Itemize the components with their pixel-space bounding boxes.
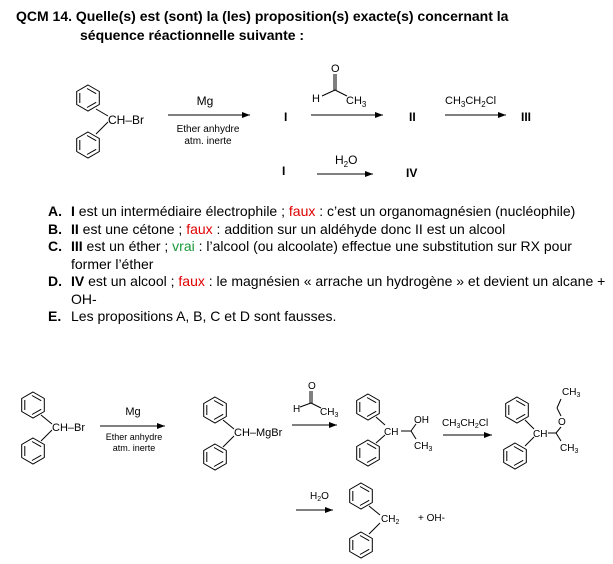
benzene-ring [349,531,373,559]
aldehyde-H: H [312,93,320,105]
option-verdict: vrai [172,238,195,254]
step3-reagent: CH3CH2Cl [445,95,496,109]
product-III: III [521,110,531,124]
solution-step3-reagent: CH3CH2Cl [442,418,488,430]
alcohol-OH: OH [414,415,429,426]
option-subject: III [71,238,83,254]
option-explanation: : le magnésien « arrache un hydrogène » … [71,273,606,307]
benzene-ring [356,393,380,421]
benzene-ring [21,391,45,419]
benzene-ring [21,437,45,465]
solution-step1-reagent: Mg [125,406,140,418]
step4-reagent: H2O [335,153,357,169]
option-verdict: faux [186,220,213,237]
option-b: B. II est une cétone ; faux : addition s… [48,221,608,239]
option-verdict: faux [178,273,205,289]
option-explanation: : c’est un organomagnésien (nucléophile) [315,203,576,219]
alkane-CH2: CH2 [381,514,399,526]
question-title: QCM 14. Quelle(s) est (sont) la (les) pr… [16,6,508,26]
option-explanation: : addition sur un aldéhyde donc II est u… [212,220,506,237]
option-letter: E. [48,308,62,324]
ether-CH3-top: CH3 [562,387,580,399]
benzene-ring [505,396,529,424]
option-explanation: : l’alcool (ou alcoolate) effectue une s… [71,238,572,272]
solution-step1-condition-1: Ether anhydre [106,432,163,442]
option-statement: est une cétone ; [78,220,187,237]
option-c: C. III est un éther ; vrai : l’alcool (o… [48,238,608,273]
aldehyde-O: O [331,63,340,75]
step1-condition-2: atm. inerte [184,136,232,147]
option-e: E. Les propositions A, B, C et D sont fa… [48,308,608,326]
solution-step1-condition-2: atm. inerte [113,443,156,453]
solution-step4-reagent: H2O [310,491,329,503]
ether-CH3-bottom: CH3 [560,443,578,455]
benzene-ring [356,439,380,467]
byproduct-hydroxide: + OH- [418,513,445,524]
option-verdict: faux [288,203,316,219]
alcohol-CH: CH [384,427,398,438]
reaction-scheme: CH–Br Mg Ether anhydre atm. inerte I O H… [76,63,531,180]
option-letter: B. [48,220,62,237]
options-list: A. I est un intermédiaire électrophile ;… [48,203,608,326]
benzene-ring [349,482,373,510]
option-statement: est un alcool ; [84,273,179,289]
option-statement: est un éther ; [82,238,173,254]
benzene-ring [203,396,227,424]
solution-aldehyde-O: O [308,381,316,392]
intermediate-I-second: I [282,164,285,178]
product-IV: IV [406,166,417,180]
question-number: QCM 14. [16,8,73,24]
product-II: II [409,110,416,124]
solution-reactant-label: CH–Br [52,422,85,434]
aldehyde-CH3: CH3 [346,95,367,109]
reactant-label: CH–Br [108,113,144,127]
benzene-ring [503,442,527,470]
option-subject: I [71,203,75,219]
question-text-line2: séquence réactionnelle suivante : [80,27,305,43]
option-subject: II [71,220,79,237]
solution-aldehyde-CH3: CH3 [320,407,338,419]
benzene-ring-bottom [76,131,100,159]
alcohol-CH3: CH3 [414,441,432,453]
option-subject: IV [71,273,85,289]
step1-reagent: Mg [197,94,214,108]
ether-CH: CH [533,429,547,440]
intermediate-I: I [284,110,287,124]
option-statement: est un intermédiaire électrophile ; [74,203,289,219]
option-a: A. I est un intermédiaire électrophile ;… [48,203,608,221]
step1-condition-1: Ether anhydre [177,124,240,135]
solution-scheme: CH–Br Mg Ether anhydre atm. inerte CH–Mg… [21,381,580,559]
option-letter: A. [48,203,62,219]
option-letter: C. [48,238,62,254]
solution-aldehyde-H: H [293,404,300,415]
ether-O: O [558,417,566,428]
grignard-label: CH–MgBr [234,427,283,439]
option-statement: Les propositions A, B, C et D sont fauss… [71,308,337,324]
benzene-ring [203,443,227,471]
benzene-ring-top [76,84,100,112]
option-letter: D. [48,273,62,289]
question-text-line1: Quelle(s) est (sont) la (les) propositio… [75,8,509,24]
option-d: D. IV est un alcool ; faux : le magnésie… [48,273,608,308]
